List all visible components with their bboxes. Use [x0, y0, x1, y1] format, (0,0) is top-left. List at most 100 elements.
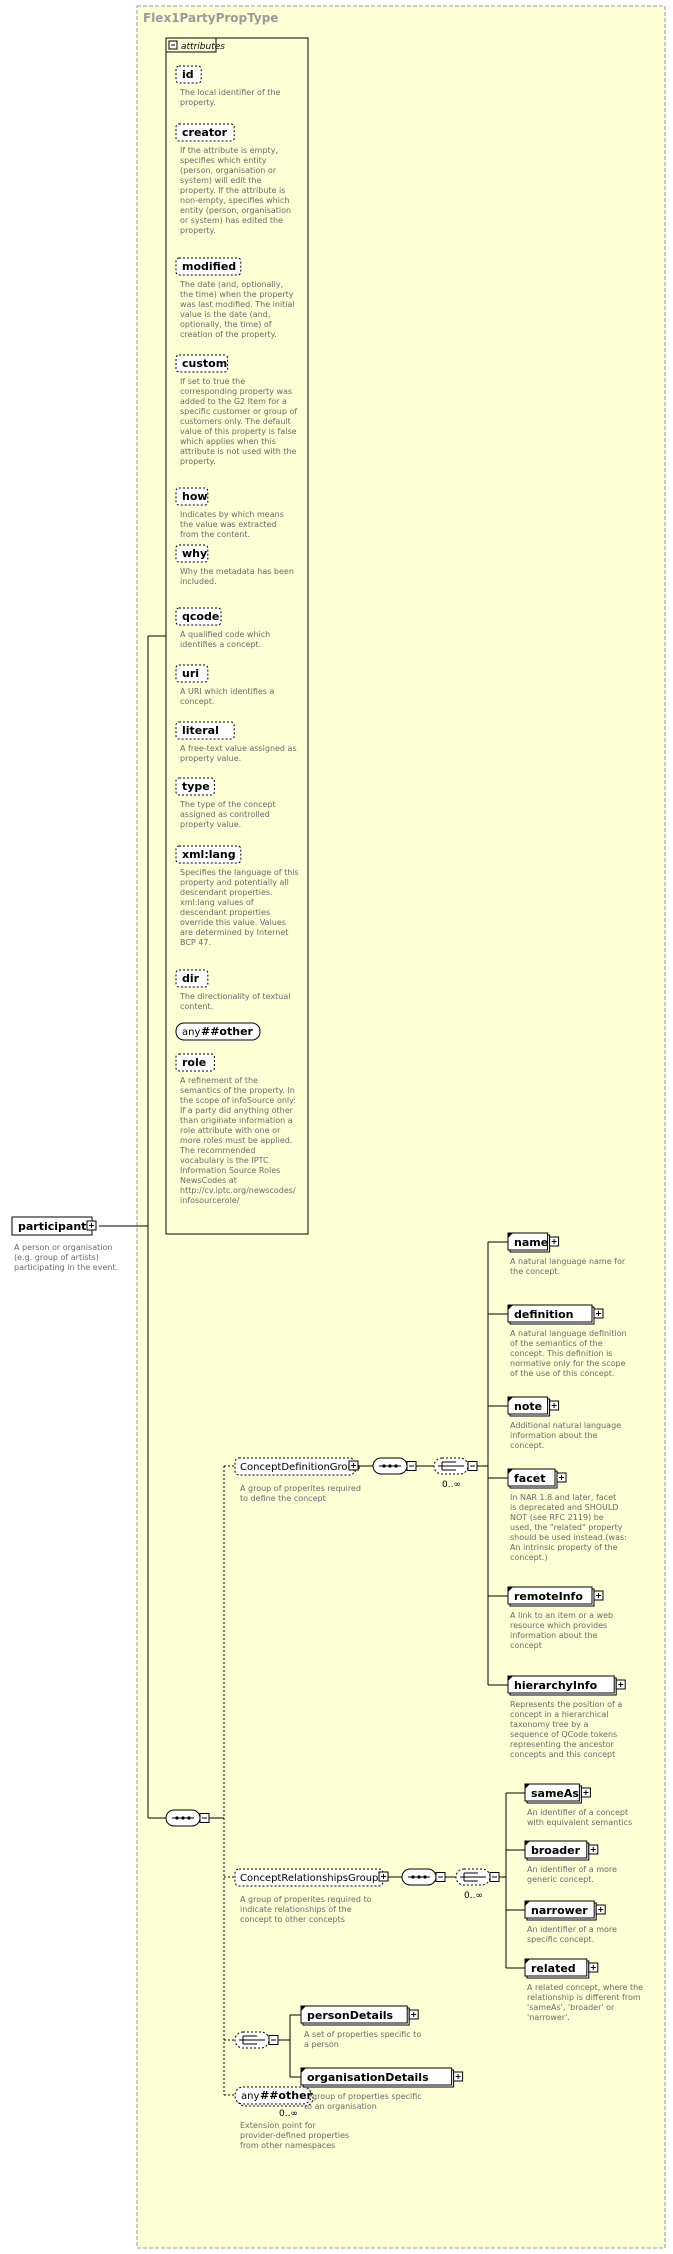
element-doc: of the semantics of the [510, 1339, 603, 1348]
cardinality: 0..∞ [442, 1480, 461, 1490]
attribute-doc: Specifies the language of this [180, 868, 299, 877]
element-doc: NOT (see RFC 2119) be [510, 1513, 604, 1522]
attribute-doc: added to the G2 Item for a [180, 397, 287, 406]
attribute-doc: specifies which entity [180, 156, 267, 165]
element-organisationDetails[interactable]: organisationDetails [300, 2067, 464, 2088]
element-hierarchyInfo[interactable]: hierarchyInfo [507, 1675, 626, 1696]
element-doc: resource which provides [510, 1621, 607, 1630]
element-doc: used, the "related" property [510, 1523, 623, 1532]
attribute-name: creator [182, 126, 228, 139]
attribute-doc: creation of the property. [180, 330, 277, 339]
attribute-name: dir [182, 972, 200, 985]
element-doc: A natural language definition [510, 1329, 627, 1338]
element-related[interactable]: related [524, 1958, 599, 1979]
relationships-sequence[interactable] [401, 1868, 446, 1886]
any-label: ##other [201, 1025, 254, 1038]
element-name: remoteInfo [514, 1590, 583, 1603]
attribute-doc: value of this property is false [180, 427, 297, 436]
element-doc: a person [304, 2040, 339, 2049]
element-doc: An identifier of a concept [527, 1808, 628, 1817]
element-doc: concept.) [510, 1553, 548, 1562]
element-remoteInfo[interactable]: remoteInfo [507, 1586, 604, 1607]
main-sequence[interactable] [165, 1809, 210, 1827]
element-doc: In NAR 1.8 and later, facet [510, 1493, 616, 1502]
concept-relationships-group[interactable]: ConceptRelationshipsGroup [234, 1868, 384, 1887]
element-narrower[interactable]: narrower [524, 1900, 606, 1921]
element-doc: concept. [510, 1441, 544, 1450]
concept-definition-group[interactable]: ConceptDefinitionGroup [234, 1457, 360, 1476]
element-doc: concepts and this concept [510, 1750, 615, 1759]
attribute-doc: A refinement of the [180, 1076, 258, 1085]
attribute-doc: from the content. [180, 530, 250, 539]
element-facet[interactable]: facet [507, 1468, 567, 1489]
element-sameAs[interactable]: sameAs [524, 1783, 591, 1804]
attribute-doc: the time) when the property [180, 290, 294, 299]
element-doc: should be used instead.(was: [510, 1533, 627, 1542]
attribute-name: xml:lang [182, 848, 236, 861]
element-name: broader [531, 1844, 581, 1857]
attribute-name: literal [182, 724, 219, 737]
attribute-name: id [182, 68, 194, 81]
attribute-any-other[interactable]: any##other [175, 1022, 261, 1041]
attribute-doc: property. [180, 457, 216, 466]
any-other-element[interactable]: any##other [234, 2086, 314, 2107]
attribute-doc: or system) has edited the [180, 216, 283, 225]
attribute-name: how [182, 490, 208, 503]
element-name[interactable]: name [507, 1232, 560, 1253]
attribute-doc: optionally, the time) of [180, 320, 272, 329]
element-name: definition [514, 1308, 574, 1321]
element-name: narrower [531, 1904, 588, 1917]
attribute-name: why [182, 547, 207, 560]
element-doc: Additional natural language [510, 1421, 621, 1430]
element-personDetails[interactable]: personDetails [300, 2005, 419, 2026]
attribute-doc: The type of the concept [179, 800, 276, 809]
element-definition[interactable]: definition [507, 1304, 604, 1325]
attribute-doc: customers only. The default [180, 417, 291, 426]
element-doc: An intrinsic property of the [510, 1543, 618, 1552]
attribute-doc: infosourcerole/ [180, 1196, 240, 1205]
definition-choice[interactable] [433, 1457, 478, 1475]
attribute-doc: role attribute with one or [180, 1126, 281, 1135]
element-doc: A set of properties specific to [304, 2030, 421, 2039]
attribute-doc: The date (and, optionally, [179, 280, 283, 289]
attribute-doc: the scope of infoSource only: [180, 1096, 296, 1105]
element-note[interactable]: note [507, 1396, 560, 1417]
attribute-doc: non-empty, specifies which [180, 196, 289, 205]
element-doc: 'sameAs', 'broader' or [527, 2003, 615, 2012]
element-doc: representing the ancestor [510, 1740, 615, 1749]
attribute-doc: The local identifier of the [179, 88, 281, 97]
attribute-doc: descendant properties [180, 908, 270, 917]
attribute-doc: Information Source Roles [180, 1166, 280, 1175]
attribute-doc: The directionality of textual [179, 992, 290, 1001]
root-doc: (e.g. group of artists) [14, 1253, 99, 1262]
definition-sequence[interactable] [372, 1457, 417, 1475]
attribute-doc: BCP 47. [180, 938, 211, 947]
attribute-doc: NewsCodes at [180, 1176, 237, 1185]
element-doc: of the use of this concept. [510, 1369, 614, 1378]
details-choice[interactable] [234, 2031, 279, 2049]
attribute-doc: If the attribute is empty, [180, 146, 278, 155]
element-broader[interactable]: broader [524, 1840, 599, 1861]
element-doc: is deprecated and SHOULD [510, 1503, 618, 1512]
relationships-choice[interactable] [455, 1868, 500, 1886]
attribute-doc: descendant properties. [180, 888, 273, 897]
group-name: ConceptRelationshipsGroup [240, 1873, 378, 1884]
attribute-creator[interactable]: creator If the attribute is empty,specifi… [175, 123, 291, 235]
attribute-doc: vocabulary is the IPTC [180, 1156, 269, 1165]
element-name: related [531, 1962, 576, 1975]
